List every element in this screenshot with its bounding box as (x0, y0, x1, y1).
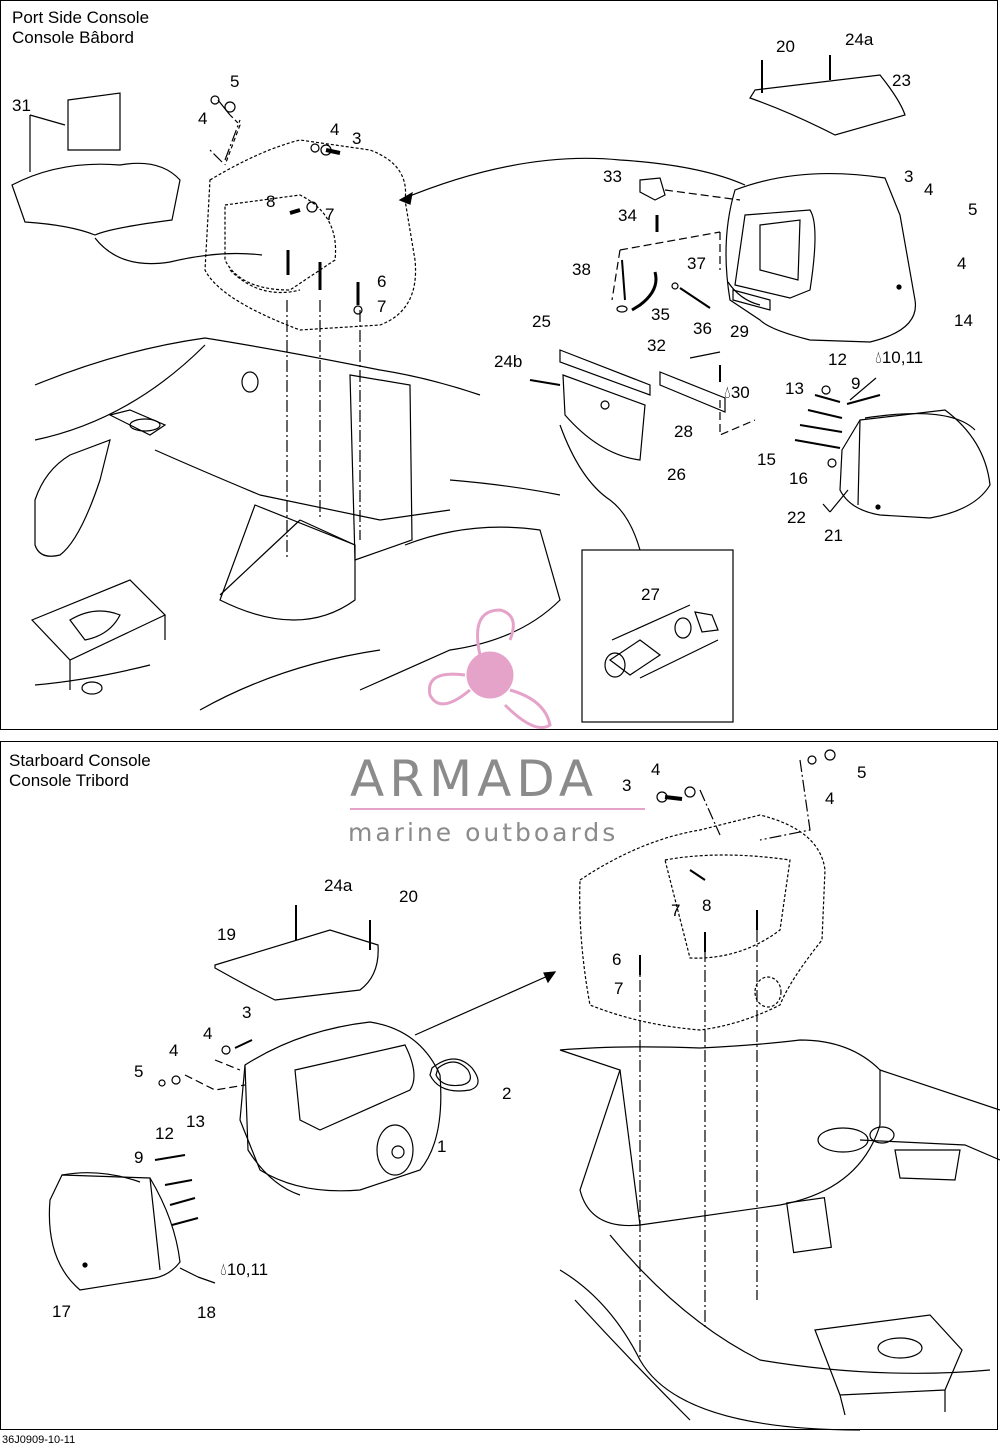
watermark-rule (350, 808, 645, 810)
watermark-brand: ARMADA (350, 750, 599, 808)
top-panel-title-en: Port Side Console (12, 8, 150, 27)
callout-label: 6 (377, 272, 387, 291)
part-23-lid (749, 74, 906, 136)
starboard-console-dotted (579, 814, 826, 1031)
callout-label: 4 (651, 760, 661, 779)
callout-label: 36 (693, 319, 712, 338)
callout-label: 17 (52, 1302, 71, 1321)
part-31-cover (11, 162, 181, 236)
callout-label: 3 (352, 129, 362, 148)
starboard-console-panel (0, 741, 998, 1430)
callout-label: 28 (674, 422, 693, 441)
part-14-console (725, 172, 917, 343)
callout-label: 💧︎10,11 (220, 1260, 269, 1279)
callout-label: 20 (776, 37, 795, 56)
watermark-tagline: marine outboards (348, 818, 619, 847)
drop-icon: 💧︎ (220, 1260, 227, 1279)
callout-label: 2 (502, 1084, 512, 1103)
callout-label: 27 (641, 585, 660, 604)
callout-label: 6 (612, 950, 622, 969)
callout-label: 12 (155, 1124, 174, 1143)
callout-label: 37 (687, 254, 706, 273)
callout-label: 26 (667, 465, 686, 484)
callout-label: 21 (824, 526, 843, 545)
part-2-gasket (429, 1058, 479, 1092)
callout-label: 1 (437, 1137, 447, 1156)
part-21-console (839, 409, 991, 519)
propeller-logo (427, 608, 552, 729)
callout-label: 24a (845, 30, 874, 49)
callout-label: 8 (266, 192, 276, 211)
callout-label: 19 (217, 925, 236, 944)
callout-label: 12 (828, 350, 847, 369)
callout-label: 4 (330, 120, 340, 139)
callout-label: 4 (203, 1024, 213, 1043)
bolts-top (210, 95, 363, 315)
callout-label: 5 (230, 72, 240, 91)
callout-label: 23 (892, 71, 911, 90)
callout-label: 💧︎10,11 (875, 348, 924, 367)
callout-label: 13 (186, 1112, 205, 1131)
callout-label: 20 (399, 887, 418, 906)
callout-label: 13 (785, 379, 804, 398)
top-panel-title-fr: Console Bâbord (12, 28, 134, 47)
bottom-panel-title-en: Starboard Console (9, 751, 151, 770)
callout-label: 8 (702, 896, 712, 915)
callout-label: 3 (622, 776, 632, 795)
callout-label: 25 (532, 312, 551, 331)
callout-label: 3 (242, 1003, 252, 1022)
callout-label: 5 (968, 200, 978, 219)
callout-label: 7 (325, 205, 335, 224)
diagram-code: 36J0909-10-11 (2, 1434, 76, 1446)
drop-icon: 💧︎ (724, 383, 731, 402)
callout-label: 4 (825, 789, 835, 808)
callout-label: 4 (198, 109, 208, 128)
callout-label: 7 (377, 297, 387, 316)
part-1-console (239, 1021, 442, 1192)
callout-label: 18 (197, 1303, 216, 1322)
callout-label: 5 (857, 763, 867, 782)
callout-label: 5 (134, 1062, 144, 1081)
callout-label: 38 (572, 260, 591, 279)
callout-label: 35 (651, 305, 670, 324)
callout-label: 7 (671, 901, 681, 920)
callout-label: 4 (169, 1041, 179, 1060)
part-31-sheet (67, 92, 121, 151)
callout-label: 3 (904, 167, 914, 186)
hull-top-port (34, 337, 481, 396)
callout-label: 9 (134, 1148, 144, 1167)
part-27-detail-box (581, 549, 734, 723)
callout-label: 14 (954, 311, 973, 330)
callout-label: 29 (730, 322, 749, 341)
port-console-dotted (204, 139, 417, 331)
callout-label: 24b (494, 352, 523, 371)
callout-label: 4 (924, 180, 934, 199)
callout-label: 22 (787, 508, 806, 527)
hull-bottom-starboard (559, 1039, 881, 1227)
port-side-console-panel (0, 0, 998, 730)
bottom-right-mount (814, 1314, 963, 1396)
bottom-panel-title-fr: Console Tribord (9, 771, 130, 790)
callout-label: 9 (851, 374, 861, 393)
callout-label: 💧︎30 (724, 383, 750, 402)
callout-label: 33 (603, 167, 622, 186)
part-25-frame (559, 349, 651, 396)
callout-label: 16 (789, 469, 808, 488)
callout-label: 31 (12, 96, 31, 115)
callout-label: 34 (618, 206, 637, 225)
part-19-lid (214, 929, 379, 1001)
drop-icon: 💧︎ (875, 348, 882, 367)
part-26-cover (562, 374, 646, 461)
callout-label: 15 (757, 450, 776, 469)
callout-label: 4 (957, 254, 967, 273)
callout-label: 32 (647, 336, 666, 355)
callout-label: 24a (324, 876, 353, 895)
part-17-console (48, 1174, 181, 1291)
callout-label: 7 (614, 979, 624, 998)
